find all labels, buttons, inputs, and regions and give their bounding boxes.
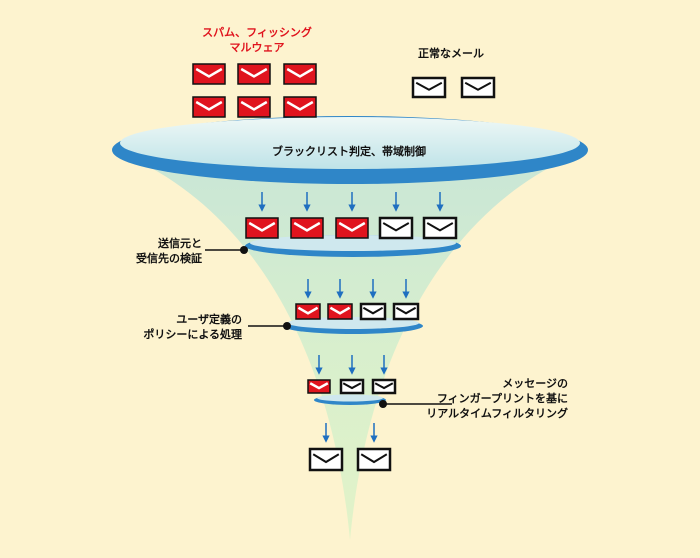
envelope-group bbox=[192, 63, 496, 472]
normal-envelope-output-2 bbox=[356, 447, 392, 472]
stage3-label: ユーザ定義の ポリシーによる処理 bbox=[130, 312, 242, 342]
spam-envelope-input-6 bbox=[283, 96, 317, 118]
stage3-label-line-2: ポリシーによる処理 bbox=[143, 328, 242, 341]
spam-envelope-input-4 bbox=[192, 96, 226, 118]
spam-label: スパム、フィッシング マルウェア bbox=[196, 25, 318, 55]
stage-disc-blacklist bbox=[112, 116, 588, 184]
stage1-label: ブラックリスト判定、帯域制御 bbox=[272, 145, 426, 158]
spam-envelope-input-5 bbox=[237, 96, 271, 118]
stage4-label-line-3: リアルタイムフィルタリング bbox=[426, 407, 568, 420]
leader-dot-stage3 bbox=[283, 322, 291, 330]
stage2-label-line-1: 送信元と bbox=[158, 237, 202, 250]
stage-disc-sender-check bbox=[245, 235, 461, 257]
spam-envelope-input-3 bbox=[283, 63, 317, 85]
arrow-group bbox=[258, 192, 444, 443]
stage3-label-line-1: ユーザ定義の bbox=[176, 313, 242, 326]
spam-envelope-stage2-2 bbox=[290, 217, 324, 239]
normal-envelope-stage2-2 bbox=[422, 216, 458, 240]
spam-envelope-input-1 bbox=[192, 63, 226, 85]
spam-envelope-stage2-3 bbox=[335, 217, 369, 239]
spam-envelope-input-2 bbox=[237, 63, 271, 85]
spam-envelope-stage2-1 bbox=[245, 217, 279, 239]
spam-label-line-2: マルウェア bbox=[229, 41, 285, 54]
leader-lines bbox=[205, 246, 452, 408]
normal-envelope-stage3-2 bbox=[392, 302, 420, 321]
leader-dot-stage2 bbox=[240, 246, 248, 254]
normal-envelope-input-2 bbox=[460, 76, 496, 99]
spam-envelope-stage3-1 bbox=[295, 303, 321, 320]
funnel-cone bbox=[136, 160, 564, 540]
stage-disc-fingerprint bbox=[314, 394, 386, 405]
spam-label-line-1: スパム、フィッシング bbox=[202, 26, 312, 39]
normal-envelope-stage4-1 bbox=[339, 378, 365, 395]
stage2-label-line-2: 受信先の検証 bbox=[136, 252, 202, 265]
normal-envelope-stage4-2 bbox=[371, 378, 397, 395]
normal-envelope-stage3-1 bbox=[359, 302, 387, 321]
normal-envelope-stage2-1 bbox=[378, 216, 414, 240]
spam-envelope-stage3-2 bbox=[327, 303, 353, 320]
stage4-label: メッセージの フィンガープリントを基に リアルタイムフィルタリング bbox=[402, 376, 568, 421]
spam-envelope-stage4-1 bbox=[307, 379, 331, 394]
normal-envelope-output-1 bbox=[308, 447, 344, 472]
normal-label: 正常なメール bbox=[418, 47, 484, 60]
leader-dot-stage4 bbox=[379, 400, 387, 408]
stage4-label-line-1: メッセージの bbox=[502, 377, 568, 390]
stage2-label: 送信元と 受信先の検証 bbox=[118, 236, 202, 266]
stage4-label-line-2: フィンガープリントを基に bbox=[436, 392, 568, 405]
normal-envelope-input-1 bbox=[411, 76, 447, 99]
